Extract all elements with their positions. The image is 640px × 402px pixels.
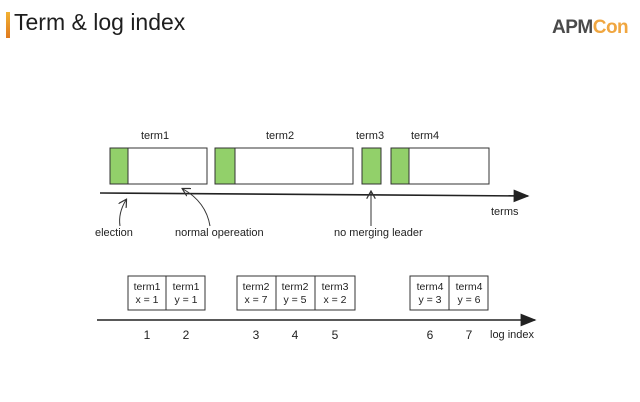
- apmcon-logo: APMCon: [552, 17, 629, 39]
- election-segment: [214, 147, 236, 185]
- log-entry-term: term1: [134, 281, 161, 293]
- term-block-2: [214, 147, 354, 185]
- annotation-election: election: [95, 227, 133, 239]
- term-block-1: [109, 147, 208, 185]
- annotation-no-leader: no merging leader: [334, 227, 423, 239]
- log-index-number: 3: [253, 328, 260, 342]
- annotation-normal-operation: normal opereation: [175, 227, 264, 239]
- log-index-axis-label: log index: [490, 329, 535, 341]
- log-entry-1: term1 x = 1: [127, 275, 167, 311]
- election-segment: [109, 147, 129, 185]
- log-entry-command: y = 6: [457, 294, 480, 306]
- election-pointer: [120, 200, 126, 227]
- log-entry-term: term3: [322, 281, 349, 293]
- page-title: Term & log index: [14, 9, 186, 35]
- log-entry-term: term2: [282, 281, 309, 293]
- log-entry-term: term4: [456, 281, 483, 293]
- term-label-1: term1: [141, 130, 169, 142]
- term-label-2: term2: [266, 130, 294, 142]
- log-index-number: 2: [183, 328, 190, 342]
- log-entry-term: term2: [243, 281, 270, 293]
- log-index-number: 5: [332, 328, 339, 342]
- term-block-4: [390, 147, 490, 185]
- log-entry-command: y = 5: [283, 294, 306, 306]
- log-entry-command: x = 7: [244, 294, 267, 306]
- log-entry-term: term1: [173, 281, 200, 293]
- log-index-number: 7: [466, 328, 473, 342]
- log-entry-command: x = 2: [323, 294, 346, 306]
- election-segment: [390, 147, 410, 185]
- log-index-number: 6: [427, 328, 434, 342]
- log-entry-4: term2 y = 5: [275, 275, 316, 311]
- log-entry-7: term4 y = 6: [448, 275, 489, 311]
- term-label-4: term4: [411, 130, 439, 142]
- terms-axis-label: terms: [491, 206, 519, 218]
- logo-text-main: APM: [552, 17, 593, 38]
- terms-axis-arrow: [99, 189, 530, 203]
- log-index-number: 1: [144, 328, 151, 342]
- election-segment: [361, 147, 382, 185]
- log-entry-5: term3 x = 2: [314, 275, 356, 311]
- logo-text-accent: Con: [592, 17, 629, 38]
- log-entry-command: x = 1: [135, 294, 158, 306]
- log-entry-command: y = 1: [174, 294, 197, 306]
- log-entry-3: term2 x = 7: [236, 275, 277, 311]
- title-accent-bar: [6, 12, 10, 38]
- log-index-number: 4: [292, 328, 299, 342]
- log-entry-6: term4 y = 3: [409, 275, 450, 311]
- term-label-3: term3: [356, 130, 384, 142]
- log-entry-command: y = 3: [418, 294, 441, 306]
- normal-operation-pointer: [183, 189, 211, 227]
- log-entry-term: term4: [417, 281, 444, 293]
- term-block-3: [361, 147, 382, 185]
- log-entry-2: term1 y = 1: [165, 275, 206, 311]
